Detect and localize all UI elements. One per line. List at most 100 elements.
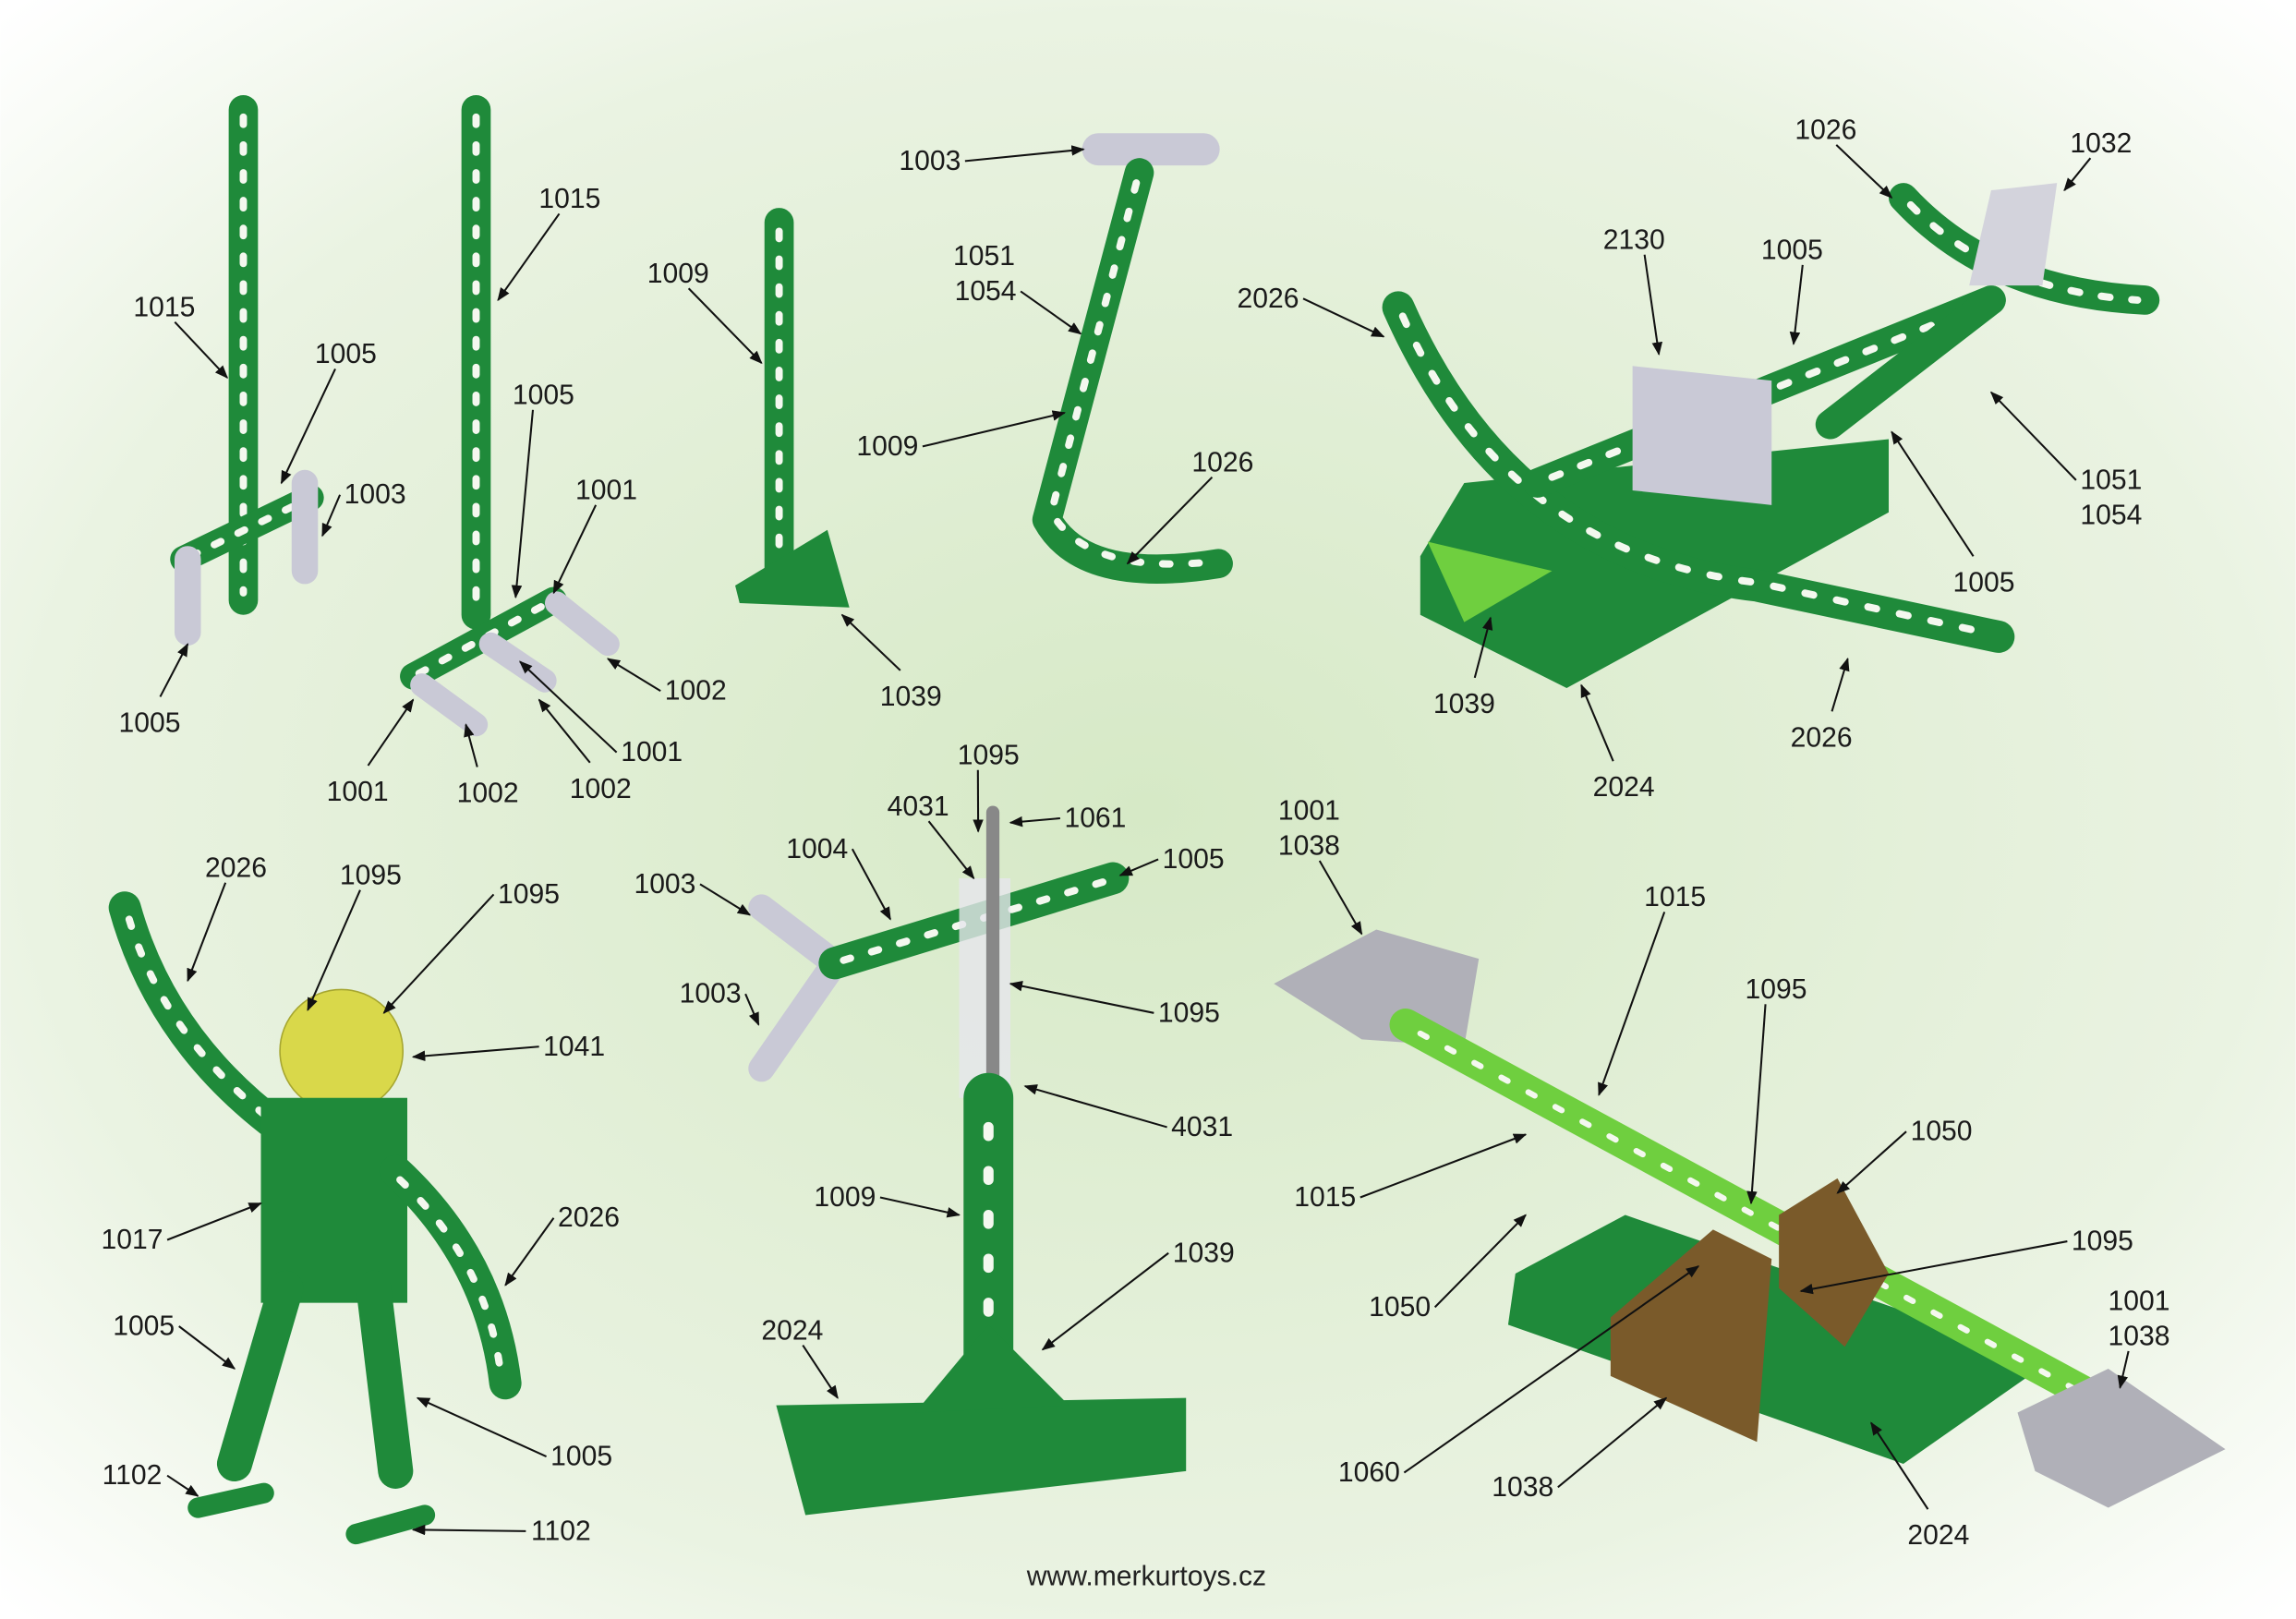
part-label-1026: 1026 bbox=[1795, 115, 1856, 146]
part-label-1038: 1038 bbox=[2109, 1322, 2170, 1352]
part-number-labels: 1015 1005 1003 1005 1015 1005 1001 1002 1001 1002… bbox=[102, 115, 2170, 1552]
part-label-4031: 4031 bbox=[888, 791, 949, 822]
leader-arrow bbox=[1473, 616, 1493, 679]
part-label-1039: 1039 bbox=[1173, 1238, 1235, 1268]
part-label-1060: 1060 bbox=[1338, 1457, 1400, 1488]
leader-arrow bbox=[411, 1045, 539, 1062]
leader-arrow bbox=[464, 723, 478, 767]
leader-arrow bbox=[382, 893, 495, 1014]
leader-arrow bbox=[606, 658, 661, 692]
part-label-1003: 1003 bbox=[680, 979, 742, 1009]
leader-arrow bbox=[1302, 297, 1385, 338]
leader-arrow bbox=[1891, 430, 1975, 557]
leader-arrow bbox=[699, 883, 752, 916]
part-label-1032: 1032 bbox=[2070, 128, 2132, 159]
leader-arrow bbox=[178, 1325, 236, 1370]
leader-arrow bbox=[2063, 157, 2092, 192]
leader-arrow bbox=[1643, 254, 1663, 356]
part-label-1001: 1001 bbox=[2109, 1287, 2170, 1317]
part-label-1002: 1002 bbox=[570, 774, 632, 804]
part-label-1005: 1005 bbox=[550, 1442, 612, 1472]
part-label-1009: 1009 bbox=[814, 1182, 876, 1213]
model-1 bbox=[170, 95, 324, 646]
leader-arrow bbox=[1836, 1130, 1907, 1194]
leader-arrow bbox=[518, 660, 618, 754]
leader-arrow bbox=[497, 212, 561, 302]
leader-arrow bbox=[1318, 860, 1363, 936]
part-label-4031: 4031 bbox=[1171, 1112, 1233, 1142]
part-label-2026: 2026 bbox=[205, 852, 267, 883]
leader-arrow bbox=[1023, 1084, 1167, 1129]
part-label-1054: 1054 bbox=[2080, 500, 2142, 530]
leader-arrow bbox=[1831, 657, 1850, 712]
part-label-1095: 1095 bbox=[1745, 974, 1807, 1005]
leader-arrow bbox=[851, 848, 891, 921]
leader-arrow bbox=[922, 410, 1067, 448]
model-7 bbox=[748, 805, 1187, 1516]
leader-arrow bbox=[552, 504, 598, 595]
model-2 bbox=[400, 95, 620, 737]
leader-arrow bbox=[307, 889, 361, 1011]
part-label-1005: 1005 bbox=[119, 707, 181, 738]
part-label-1009: 1009 bbox=[856, 431, 918, 462]
leader-arrow bbox=[367, 698, 415, 767]
part-label-1003: 1003 bbox=[899, 146, 961, 176]
part-label-1005: 1005 bbox=[1953, 567, 2015, 598]
parts-illustrations bbox=[108, 95, 2226, 1545]
leader-arrow bbox=[321, 494, 342, 538]
leader-arrow bbox=[1118, 858, 1159, 876]
part-label-1050: 1050 bbox=[1369, 1292, 1431, 1323]
model-8 bbox=[1274, 929, 2226, 1508]
part-label-1039: 1039 bbox=[1433, 689, 1495, 719]
leader-arrow bbox=[538, 698, 591, 764]
part-label-1038: 1038 bbox=[1492, 1472, 1553, 1503]
leader-arrow bbox=[1009, 816, 1060, 828]
leader-arrow bbox=[802, 1345, 839, 1399]
part-label-1003: 1003 bbox=[344, 479, 406, 510]
part-label-2026: 2026 bbox=[558, 1202, 620, 1233]
part-label-1005: 1005 bbox=[315, 339, 377, 369]
leader-arrow bbox=[411, 1524, 526, 1536]
leader-arrow bbox=[1598, 912, 1666, 1096]
leader-arrow bbox=[1870, 1421, 1929, 1510]
leader-arrow bbox=[1403, 1265, 1700, 1474]
website-footer: www.merkurtoys.cz bbox=[1026, 1562, 1266, 1592]
leader-arrow bbox=[1009, 981, 1154, 1014]
leader-arrow bbox=[280, 368, 336, 485]
leader-arrow bbox=[1789, 264, 1804, 345]
leader-arrow bbox=[879, 1196, 961, 1218]
part-label-1026: 1026 bbox=[1191, 447, 1253, 477]
part-label-1015: 1015 bbox=[1294, 1182, 1356, 1213]
leader-arrow bbox=[744, 993, 760, 1026]
part-label-2026: 2026 bbox=[1237, 284, 1299, 314]
model-3 bbox=[735, 208, 850, 608]
part-label-1015: 1015 bbox=[538, 184, 600, 214]
model-6 bbox=[108, 891, 522, 1545]
part-label-1017: 1017 bbox=[102, 1225, 163, 1255]
leader-arrow bbox=[1989, 391, 2077, 481]
part-label-1002: 1002 bbox=[457, 779, 519, 809]
part-label-1095: 1095 bbox=[958, 740, 1020, 770]
leader-arrow bbox=[927, 820, 975, 880]
part-label-1095: 1095 bbox=[2072, 1226, 2133, 1257]
part-label-1001: 1001 bbox=[1278, 796, 1340, 827]
part-label-1009: 1009 bbox=[647, 259, 709, 289]
part-label-1102: 1102 bbox=[531, 1516, 591, 1546]
leader-arrow bbox=[159, 643, 189, 697]
part-label-1039: 1039 bbox=[880, 682, 942, 712]
leader-arrow bbox=[166, 1474, 199, 1497]
leader-arrow bbox=[166, 1202, 262, 1241]
leader-arrow bbox=[687, 287, 763, 365]
part-label-1054: 1054 bbox=[955, 276, 1017, 307]
part-label-1102: 1102 bbox=[103, 1460, 163, 1491]
leader-arrow bbox=[1126, 476, 1214, 565]
part-label-1001: 1001 bbox=[575, 475, 637, 505]
leader-arrow bbox=[840, 613, 901, 671]
leader-arrow bbox=[1020, 290, 1082, 335]
part-label-1051: 1051 bbox=[953, 241, 1015, 272]
part-label-1095: 1095 bbox=[1158, 997, 1220, 1028]
part-label-1038: 1038 bbox=[1278, 831, 1340, 862]
leader-arrow bbox=[1746, 1004, 1767, 1205]
part-label-1002: 1002 bbox=[665, 676, 727, 707]
